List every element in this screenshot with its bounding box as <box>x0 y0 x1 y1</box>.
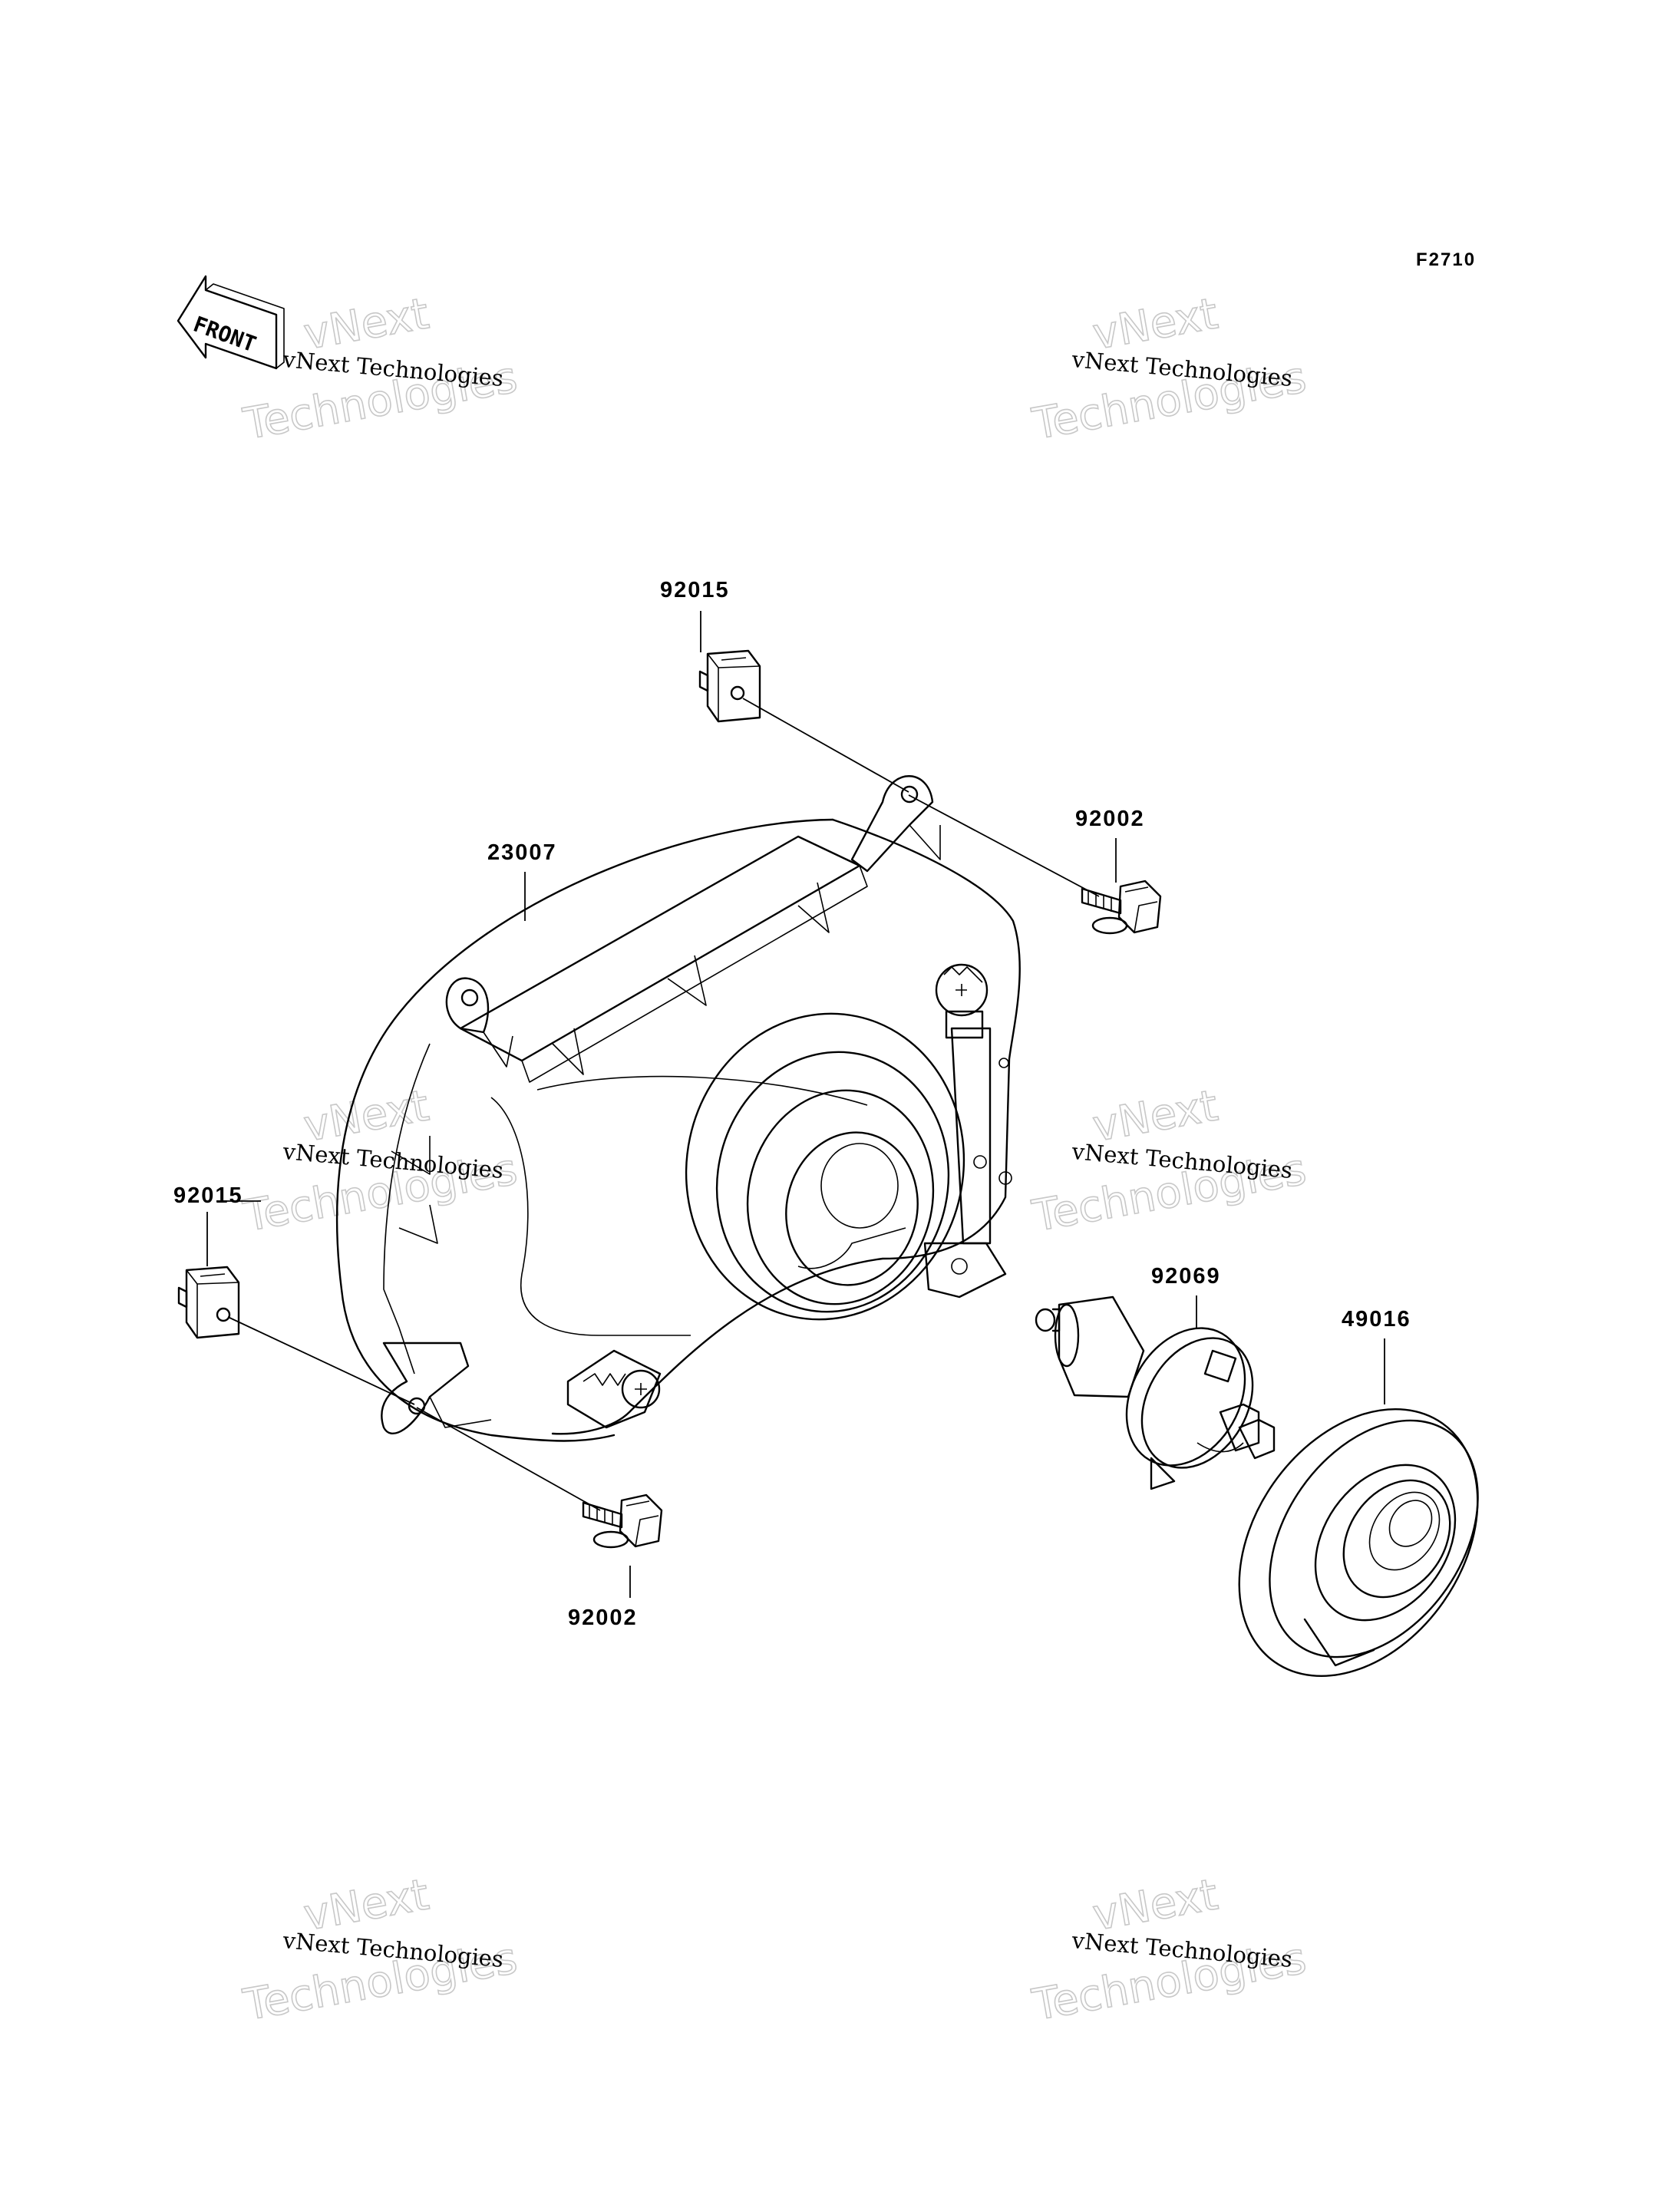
watermark-mid-left: vNext Technologies vNext Technologies <box>239 1081 521 1243</box>
watermarks: vNext Technologies vNext Technologies vN… <box>239 289 1310 2031</box>
assembly-lines <box>227 698 1100 1511</box>
clip-nut-top-drawing <box>698 649 761 723</box>
part-label-92002-right: 92002 <box>1075 807 1145 831</box>
part-label-92015-left: 92015 <box>173 1183 243 1208</box>
callout-leaders <box>206 611 1385 1598</box>
bolt-right-drawing <box>1081 880 1162 935</box>
part-label-92015-top: 92015 <box>660 578 730 602</box>
headlight-housing-drawing <box>335 775 1021 1442</box>
part-labels: 92015 92002 23007 92015 92069 49016 9200… <box>173 578 1411 1630</box>
watermark-top-right: vNext Technologies vNext Technologies <box>1028 289 1310 450</box>
figure-code: F2710 <box>1416 249 1476 270</box>
part-label-49016: 49016 <box>1342 1307 1411 1332</box>
clip-nut-left-drawing <box>177 1266 240 1339</box>
front-arrow-icon: FRONT <box>177 275 285 370</box>
watermark-bottom-right: vNext Technologies vNext Technologies <box>1028 1870 1310 2031</box>
part-label-92069: 92069 <box>1151 1264 1221 1289</box>
part-label-23007: 23007 <box>487 840 557 865</box>
bolt-bottom-drawing <box>582 1493 663 1549</box>
part-label-92002-bottom: 92002 <box>568 1606 638 1630</box>
watermark-bottom-left: vNext Technologies vNext Technologies <box>239 1870 521 2031</box>
watermark-mid-right: vNext Technologies vNext Technologies <box>1028 1081 1310 1243</box>
dust-cover-drawing <box>1238 1408 1479 1678</box>
watermark-top-left: vNext Technologies vNext Technologies <box>239 289 521 450</box>
bulb-drawing <box>1035 1295 1276 1490</box>
